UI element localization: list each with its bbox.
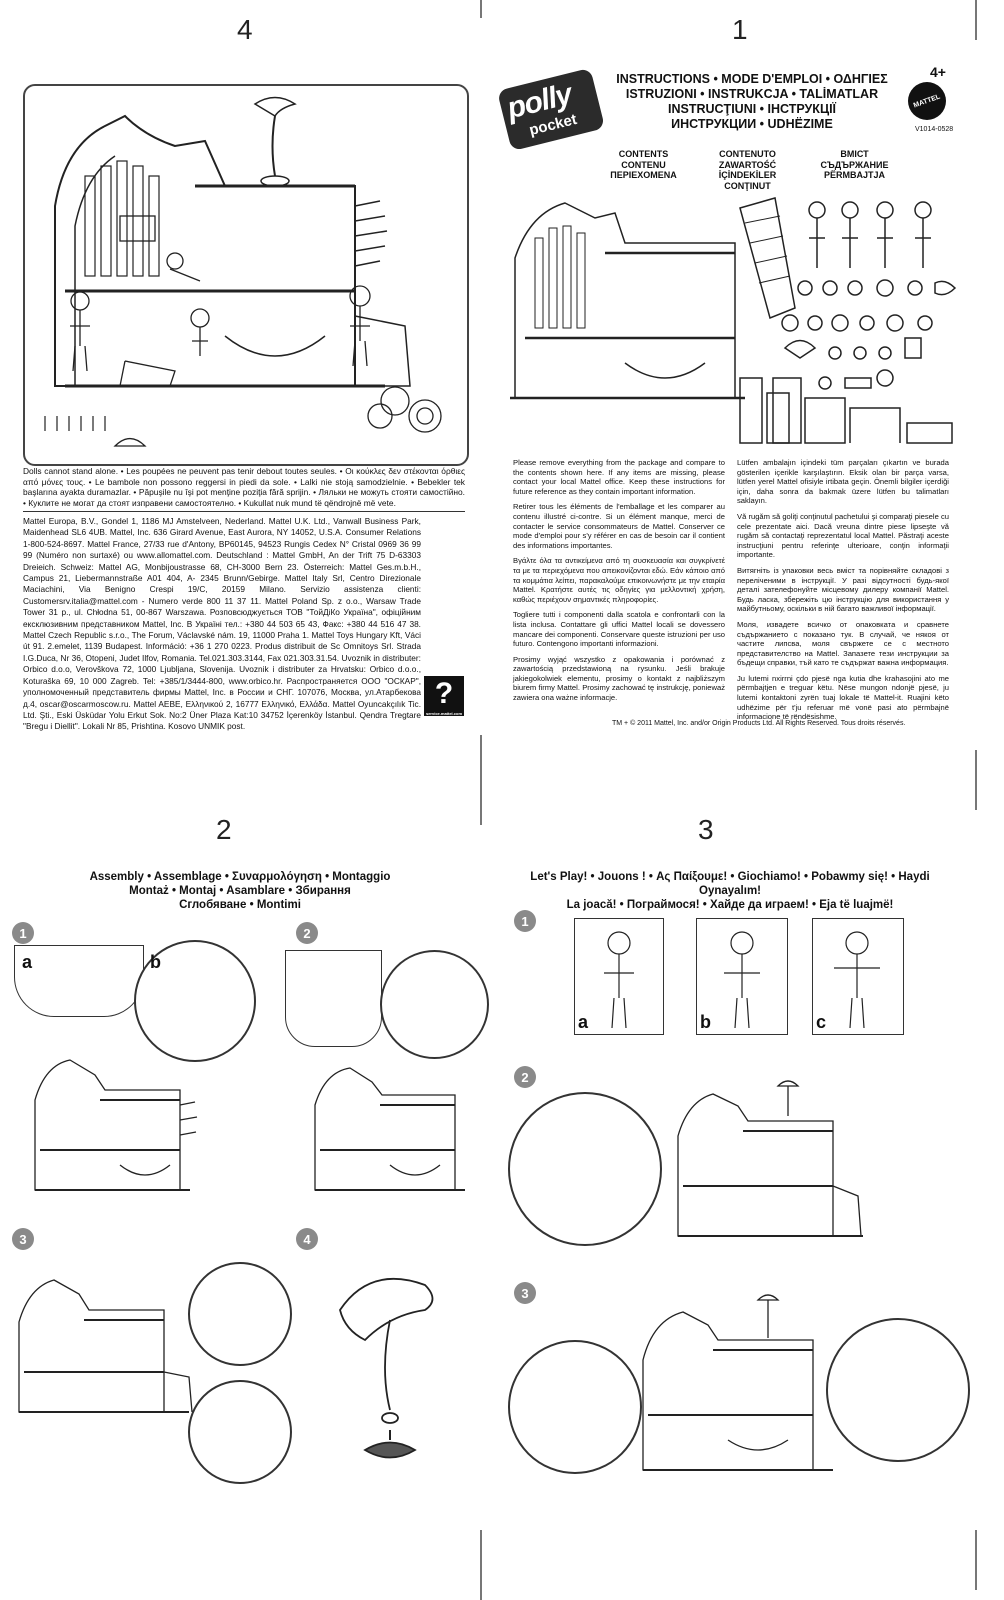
contents-header-2: CONTENUTO ZAWARTOŚĆ İÇİNDEKİLER CONŢINUT [718,149,777,191]
contents-header-1: CONTENTS CONTENU ΠΕΡΙΕΧΟΜΕΝΑ [610,149,677,180]
step-1-badge: 1 [514,910,536,932]
label-b: b [150,952,161,972]
crop-mark [975,750,977,810]
page-number: 1 [732,14,748,45]
product-code: V1014-0528 [915,126,954,133]
assembly-step-2-detail-b [380,950,489,1059]
help-question-icon: ? service.mattel.com [424,676,464,716]
contents-header-3: ВМІСТ СЪДЪРЖАНИЕ PËRMBAJTJA [820,149,889,180]
step-2-badge: 2 [296,922,318,944]
mattel-logo: MATTEL [908,82,946,120]
assembly-step-3-detail-bottom [188,1380,292,1484]
page-number: 2 [216,814,232,845]
play-step-1-panel-c [812,918,904,1035]
assembly-title: Assembly • Assemblage • Συναρμολόγηση • … [89,871,391,911]
crop-mark [975,1530,977,1590]
crop-mark [480,735,482,825]
warning-text: Dolls cannot stand alone. • Les poupées … [23,466,465,508]
divider [23,511,465,512]
assembly-step-2-detail-a [285,950,382,1047]
step-2-badge: 2 [514,1066,536,1088]
play-step-2-detail [508,1092,662,1246]
instructions-title: INSTRUCTIONS • MODE D'EMPLOI • ΟΔΗΓΙΕΣ I… [616,72,888,131]
playset-illustration [44,96,442,447]
assembly-step-1-detail-b [134,940,256,1062]
page-number: 3 [698,814,714,845]
assembly-step-3-house [18,1279,193,1413]
crop-mark [480,1530,482,1600]
label-a: a [578,1012,589,1032]
play-step-3-detail-left [508,1340,642,1474]
play-title: Let's Play! • Jouons ! • Ας Παίξουμε! • … [530,871,930,911]
crop-mark [975,0,977,40]
play-step-1-dolls [604,931,880,1029]
step-3-badge: 3 [514,1282,536,1304]
assembly-step-4-lamp [339,1278,434,1459]
label-a: a [22,952,33,972]
instructions-left-column: Please remove everything from the packag… [513,458,725,703]
addresses-text: Mattel Europa, B.V., Gondel 1, 1186 MJ A… [23,516,421,732]
assembly-step-1-house [34,1059,198,1191]
play-step-3-house [642,1294,833,1471]
label-b: b [700,1012,711,1032]
page-number: 4 [237,14,253,45]
instructions-right-column: Lütfen ambalajın içindeki tüm parçaları … [737,458,949,722]
play-step-2-house [677,1080,863,1237]
step-3-badge: 3 [12,1228,34,1250]
assembly-step-2-house [314,1067,465,1191]
playset-illustration-panel [23,84,469,466]
age-label: 4+ [930,64,946,80]
contents-illustration [510,197,957,444]
assembly-step-3-detail-top [188,1262,292,1366]
polly-pocket-logo: polly pocket [496,61,611,157]
copyright-text: TM + © 2011 Mattel, Inc. and/or Origin P… [612,720,906,727]
assembly-step-1-detail-a [14,945,144,1017]
crop-mark [480,0,482,18]
service-url: service.mattel.com [425,711,463,716]
label-c: c [816,1012,827,1032]
play-step-3-detail-right [826,1318,970,1462]
step-1-badge: 1 [12,922,34,944]
play-step-1-panel-b [696,918,788,1035]
step-4-badge: 4 [296,1228,318,1250]
